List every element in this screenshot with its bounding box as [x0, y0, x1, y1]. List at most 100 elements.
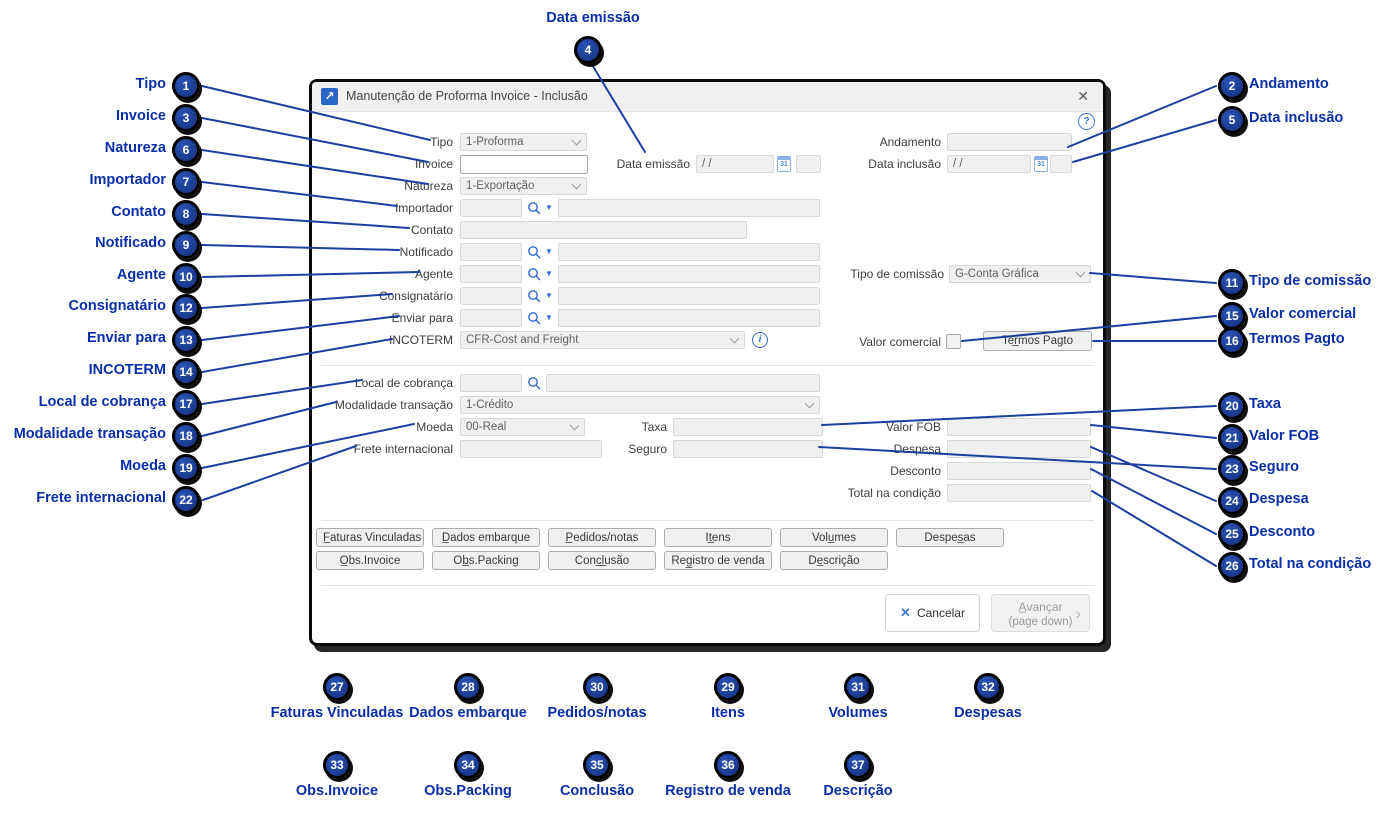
- importador-lookup[interactable]: ▼: [527, 199, 553, 217]
- natureza-value: 1-Exportação: [466, 180, 535, 192]
- search-icon[interactable]: [527, 311, 542, 326]
- despesa-label: Despesa: [893, 442, 941, 456]
- total-condicao-field: [947, 484, 1091, 502]
- tab-itens[interactable]: It̲ens: [664, 528, 772, 547]
- annotation-label-seguro: Seguro: [1249, 459, 1299, 475]
- contato-label: Contato: [410, 223, 453, 237]
- annotation-label-valor-comercial: Valor comercial: [1249, 306, 1357, 322]
- annotation-label-valor-fob: Valor FOB: [1249, 428, 1320, 444]
- window-title: Manutenção de Proforma Invoice - Inclusã…: [346, 89, 588, 103]
- tab-descricao[interactable]: De̲scrição: [780, 551, 888, 570]
- help-icon[interactable]: ?: [1078, 113, 1095, 130]
- tipo-select[interactable]: 1-Proforma: [460, 133, 587, 151]
- annotation-badge-2: 2: [1218, 72, 1246, 100]
- contato-field: [460, 221, 747, 239]
- search-icon[interactable]: [527, 245, 542, 260]
- dropdown-arrow-icon[interactable]: ▼: [545, 291, 553, 300]
- annotation-label-obs-invoice: Obs.Invoice: [295, 783, 379, 799]
- tab-obs-invoice[interactable]: O̲bs.Invoice: [316, 551, 424, 570]
- search-icon[interactable]: [527, 289, 542, 304]
- valor-comercial-checkbox[interactable]: [946, 334, 961, 349]
- notificado-lookup[interactable]: ▼: [527, 243, 553, 261]
- agente-lookup[interactable]: ▼: [527, 265, 553, 283]
- consignatario-code-field: [460, 287, 522, 305]
- invoice-input[interactable]: [460, 155, 588, 174]
- annotation-label-incoterm: INCOTERM: [88, 362, 166, 378]
- valor-fob-label: Valor FOB: [885, 420, 941, 434]
- tab-pedidos-notas[interactable]: P̲edidos/notas: [548, 528, 656, 547]
- advance-button[interactable]: A̲vançar (page down) ›: [991, 594, 1090, 632]
- calendar-icon[interactable]: 31: [777, 156, 791, 172]
- annotation-badge-37: 37: [844, 751, 872, 779]
- dropdown-arrow-icon[interactable]: ▼: [545, 269, 553, 278]
- cancel-label: Cancelar: [916, 606, 965, 620]
- tab-despesas[interactable]: Despes̲as: [896, 528, 1004, 547]
- annotation-badge-16: 16: [1218, 327, 1246, 355]
- info-icon[interactable]: i: [752, 332, 768, 348]
- search-icon[interactable]: [527, 376, 542, 391]
- modalidade-value: 1-Crédito: [466, 399, 514, 411]
- tab-obs-packing[interactable]: Ob̲s.Packing: [432, 551, 540, 570]
- annotation-label-modalidade: Modalidade transação: [13, 426, 166, 442]
- annotation-badge-15: 15: [1218, 302, 1246, 330]
- title-bar[interactable]: ↗ Manutenção de Proforma Invoice - Inclu…: [312, 82, 1103, 112]
- tab-conclusao[interactable]: Conc̲l̲usão: [548, 551, 656, 570]
- consignatario-lookup[interactable]: ▼: [527, 287, 553, 305]
- andamento-label: Andamento: [879, 135, 941, 149]
- notificado-code-field: [460, 243, 522, 261]
- enviar-para-code-field: [460, 309, 522, 327]
- annotation-badge-22: 22: [172, 486, 200, 514]
- annotation-badge-36: 36: [714, 751, 742, 779]
- annotation-badge-28: 28: [454, 673, 482, 701]
- annotation-label-data-emissao: Data emissão: [546, 10, 640, 26]
- agente-code-field: [460, 265, 522, 283]
- cancel-button[interactable]: ✕ Cancelar: [885, 594, 980, 632]
- tab-volumes[interactable]: Volu̲mes: [780, 528, 888, 547]
- local-cobranca-code-field: [460, 374, 522, 392]
- calendar-icon[interactable]: 31: [1034, 156, 1048, 172]
- annotation-badge-32: 32: [974, 673, 1002, 701]
- frete-field: [460, 440, 602, 458]
- annotation-badge-21: 21: [1218, 424, 1246, 452]
- invoice-label: Invoice: [414, 157, 453, 171]
- termos-pagto-button[interactable]: Ter̲mos Pagto: [983, 331, 1092, 351]
- annotation-label-total-condicao: Total na condição: [1249, 556, 1372, 572]
- annotation-label-taxa: Taxa: [1249, 396, 1281, 412]
- close-icon[interactable]: ✕: [1077, 88, 1089, 104]
- annotation-badge-34: 34: [454, 751, 482, 779]
- dropdown-arrow-icon[interactable]: ▼: [545, 203, 553, 212]
- section-separator: [321, 365, 1094, 366]
- modalidade-label: Modalidade transação: [334, 398, 453, 412]
- despesa-field: [947, 440, 1091, 458]
- agente-label: Agente: [414, 267, 453, 281]
- annotation-label-frete: Frete internacional: [36, 490, 166, 506]
- annotation-label-descricao: Descrição: [823, 783, 893, 799]
- natureza-select[interactable]: 1-Exportação: [460, 177, 587, 195]
- annotation-badge-20: 20: [1218, 392, 1246, 420]
- dropdown-arrow-icon[interactable]: ▼: [545, 247, 553, 256]
- tab-registro-de-venda[interactable]: Reg̲istro de venda: [664, 551, 772, 570]
- desconto-field: [947, 462, 1091, 480]
- annotation-label-moeda: Moeda: [120, 458, 166, 474]
- tab-faturas-vinculadas[interactable]: F̲aturas Vinculadas: [316, 528, 424, 547]
- search-icon[interactable]: [527, 201, 542, 216]
- local-cobranca-lookup[interactable]: [527, 374, 542, 392]
- dropdown-arrow-icon[interactable]: ▼: [545, 313, 553, 322]
- annotation-label-invoice: Invoice: [116, 108, 166, 124]
- tipo-comissao-select[interactable]: G-Conta Gráfica: [949, 265, 1091, 283]
- local-cobranca-name-field: [546, 374, 820, 392]
- annotation-label-contato: Contato: [111, 204, 166, 220]
- local-cobranca-label: Local de cobrança: [354, 376, 453, 390]
- total-condicao-label: Total na condição: [847, 486, 941, 500]
- incoterm-select[interactable]: CFR-Cost and Freight: [460, 331, 745, 349]
- modalidade-select[interactable]: 1-Crédito: [460, 396, 820, 414]
- moeda-label: Moeda: [416, 420, 453, 434]
- search-icon[interactable]: [527, 267, 542, 282]
- annotation-label-importador: Importador: [89, 172, 166, 188]
- annotation-label-agente: Agente: [116, 267, 166, 283]
- tab-dados-embarque[interactable]: D̲ados embarque: [432, 528, 540, 547]
- annotation-badge-1: 1: [172, 72, 200, 100]
- moeda-select[interactable]: 00-Real: [460, 418, 585, 436]
- annotation-badge-26: 26: [1218, 552, 1246, 580]
- enviar-para-lookup[interactable]: ▼: [527, 309, 553, 327]
